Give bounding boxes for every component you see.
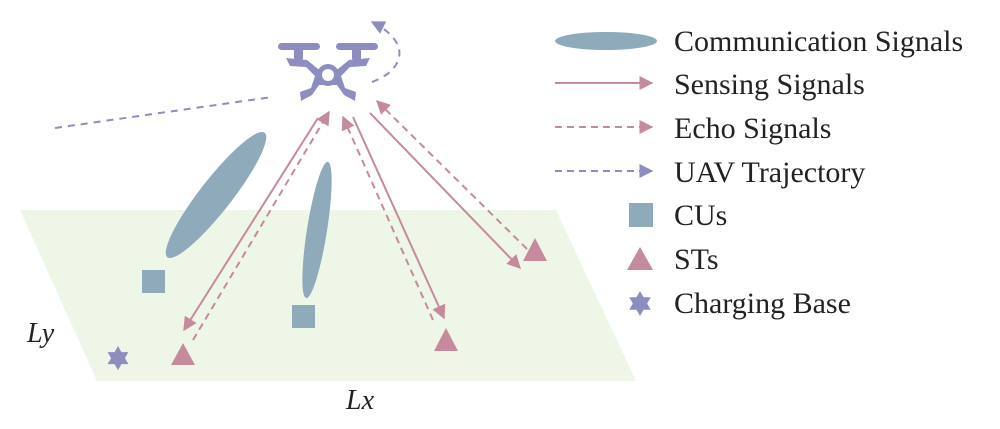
legend-label-sensing: Sensing Signals [674, 68, 865, 101]
trajectory-loop [370, 21, 401, 83]
legend-charging-base-icon [629, 291, 651, 316]
sensing-signal-1 [183, 117, 319, 332]
legend-label-charging-base: Charging Base [674, 287, 851, 320]
legend-label-communication: Communication Signals [674, 25, 963, 58]
legend-communication-icon [555, 32, 657, 50]
legend-label-trajectory: UAV Trajectory [674, 156, 865, 189]
st-marker-2 [434, 328, 458, 351]
legend-cu-icon [629, 203, 653, 227]
st-marker-1 [171, 343, 195, 365]
axis-label-lx: Lx [345, 385, 375, 416]
legend-st-icon [627, 247, 653, 270]
communication-beam-1 [165, 131, 267, 259]
legend-label-st: STs [674, 243, 719, 276]
communication-beam-2 [302, 161, 332, 299]
uav-drone-icon [278, 43, 378, 101]
echo-signal-1 [192, 110, 330, 341]
legend: Communication Signals Sensing Signals Ec… [555, 25, 963, 320]
cu-marker-1 [142, 270, 165, 293]
sensing-signal-2 [352, 116, 446, 320]
axis-label-ly: Ly [26, 318, 55, 349]
trajectory-line [54, 96, 273, 129]
cu-marker-2 [292, 305, 315, 328]
st-marker-3 [523, 238, 547, 261]
echo-signal-2 [341, 115, 434, 321]
charging-base-marker [107, 346, 129, 371]
sensing-signal-3 [369, 112, 521, 270]
legend-label-echo: Echo Signals [674, 112, 832, 145]
legend-label-cu: CUs [674, 199, 727, 232]
